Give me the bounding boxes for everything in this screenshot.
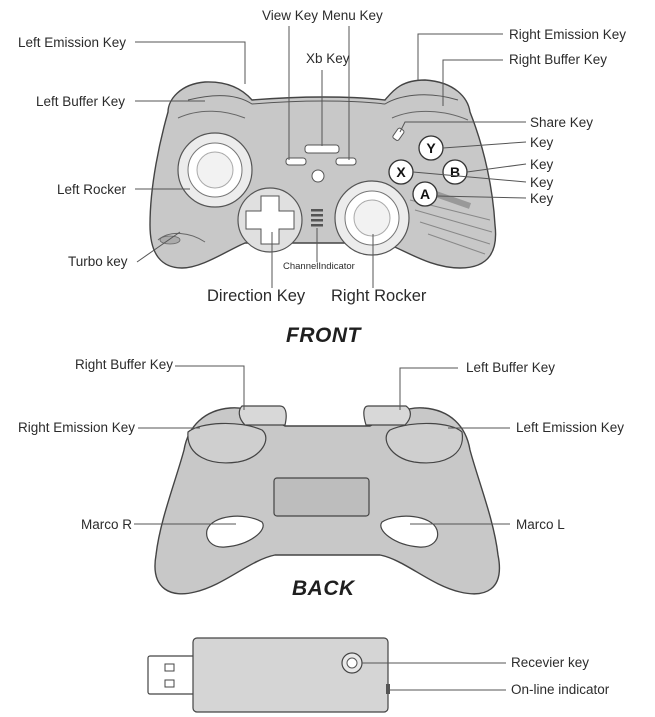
receiver-key-inner <box>346 657 358 669</box>
left-rocker[interactable] <box>177 132 253 208</box>
menu-key[interactable] <box>335 157 357 166</box>
label-right-buffer-key: Right Buffer Key <box>509 52 608 67</box>
label-left-emission-key: Left Emission Key <box>18 35 127 50</box>
front-left-bumper-band <box>177 110 246 119</box>
label-back-right-emission-key: Right Emission Key <box>18 420 136 435</box>
label-back-right-buffer-key: Right Buffer Key <box>75 357 174 372</box>
button-x-letter: X <box>396 164 406 180</box>
label-online-indicator: On-line indicator <box>511 682 610 697</box>
back-heading: BACK <box>292 577 355 600</box>
front-right-bumper-band <box>391 110 469 121</box>
label-left-rocker: Left Rocker <box>57 182 127 197</box>
label-channel-indicator: ChannelIndicator <box>283 261 355 272</box>
label-key-x: Key <box>530 175 554 190</box>
label-back-left-buffer-key: Left Buffer Key <box>466 360 556 375</box>
label-left-buffer-key: Left Buffer Key <box>36 94 126 109</box>
label-right-emission-key: Right Emission Key <box>509 27 627 42</box>
label-marco-r: Marco R <box>81 517 133 532</box>
back-right-emission-key[interactable] <box>187 422 267 464</box>
front-controller: Y B X A <box>149 79 497 269</box>
battery-cover <box>273 477 370 517</box>
label-key-b: Key <box>530 157 554 172</box>
button-y-letter: Y <box>426 140 436 156</box>
label-view-key: View Key <box>262 8 319 23</box>
label-back-left-emission-key: Left Emission Key <box>516 420 625 435</box>
back-right-buffer-key[interactable] <box>238 405 287 426</box>
label-xb-key: Xb Key <box>306 51 350 66</box>
label-share-key: Share Key <box>530 115 594 130</box>
turbo-key[interactable] <box>159 235 181 245</box>
usb-contact-1 <box>164 663 175 672</box>
front-heading: FRONT <box>286 324 361 347</box>
usb-receiver <box>147 637 390 713</box>
home-indicator <box>311 169 325 183</box>
label-turbo-key: Turbo key <box>68 254 128 269</box>
right-rocker[interactable] <box>334 180 410 256</box>
receiver-body <box>192 637 389 713</box>
button-b-letter: B <box>450 164 460 180</box>
channel-indicator-lights <box>311 209 323 227</box>
label-direction-key: Direction Key <box>207 287 306 305</box>
usb-contact-2 <box>164 679 175 688</box>
front-leader-lines <box>135 26 527 288</box>
back-controller <box>154 405 501 595</box>
button-b[interactable]: B <box>442 159 468 185</box>
button-a-letter: A <box>420 186 430 202</box>
label-key-a: Key <box>530 191 554 206</box>
label-marco-l: Marco L <box>516 517 565 532</box>
button-a[interactable]: A <box>412 181 438 207</box>
xb-key[interactable] <box>304 144 340 154</box>
back-leader-lines <box>134 365 510 525</box>
direction-key[interactable] <box>237 187 303 253</box>
label-menu-key: Menu Key <box>322 8 383 23</box>
label-receiver-key: Recevier key <box>511 655 590 670</box>
button-y[interactable]: Y <box>418 135 444 161</box>
receiver-leader-lines <box>362 662 506 691</box>
view-key[interactable] <box>285 157 307 166</box>
back-left-buffer-key[interactable] <box>363 405 411 426</box>
label-key-y: Key <box>530 135 554 150</box>
online-indicator-light <box>386 684 390 694</box>
usb-plug <box>147 655 197 695</box>
button-x[interactable]: X <box>388 159 414 185</box>
label-right-rocker: Right Rocker <box>331 287 427 305</box>
back-left-emission-key[interactable] <box>385 422 463 464</box>
front-top-ridge <box>187 94 459 105</box>
